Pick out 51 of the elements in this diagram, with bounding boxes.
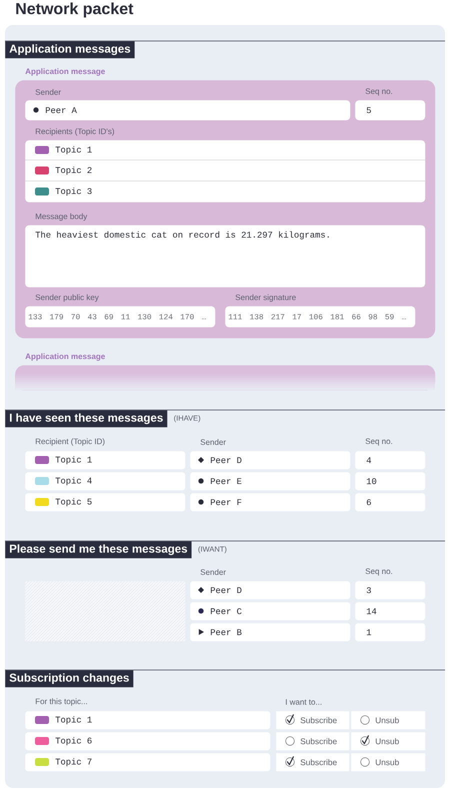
list-row: Topic 1 <box>56 146 92 154</box>
column-header: Sender <box>200 569 226 575</box>
text-field: Peer A <box>25 100 350 120</box>
card-label: Application message <box>25 353 105 361</box>
text-area: The heaviest domestic cat on record is 21.297 kilograms. <box>25 225 426 288</box>
hatched-area <box>25 581 186 642</box>
list-row: Topic 3 <box>56 188 92 196</box>
table-cell: Topic 1 <box>25 711 270 730</box>
section-heading: Please send me these messages <box>5 541 192 558</box>
table-cell: Topic 1 <box>25 451 186 470</box>
field-label: Recipients (Topic ID's) <box>36 128 114 136</box>
table-cell: Peer C <box>190 602 350 620</box>
table-cell: 14 <box>355 602 426 620</box>
table-cell: Topic 5 <box>25 493 186 512</box>
table-cell: 10 <box>355 472 426 490</box>
table-cell: 4 <box>355 451 426 470</box>
table-cell: Peer B <box>190 623 350 642</box>
text-field: 5 <box>355 100 426 120</box>
column-header: I want to... <box>286 699 322 705</box>
field-label: Sender public key <box>36 294 99 302</box>
section-heading: I have seen these messages <box>5 410 168 428</box>
column-header: Seq no. <box>366 568 392 576</box>
option-cell: Unsub <box>351 753 426 772</box>
section-heading: Application messages <box>5 41 135 58</box>
field-label: Seq no. <box>366 88 392 96</box>
table-cell: 1 <box>355 623 426 642</box>
option-cell: Subscribe <box>276 711 350 730</box>
table-cell: Peer E <box>190 472 350 490</box>
column-header: Seq no. <box>366 438 392 446</box>
table-cell: Topic 7 <box>25 753 270 772</box>
option-cell: Subscribe <box>276 753 350 772</box>
section-heading: Subscription changes <box>5 670 134 688</box>
option-cell: Unsub <box>351 732 426 750</box>
option-cell: Subscribe <box>276 732 350 750</box>
field-label: Message body <box>36 213 88 221</box>
field-label: Sender signature <box>236 294 296 302</box>
table-cell: Peer D <box>190 451 350 470</box>
column-header: For this topic... <box>36 698 87 706</box>
column-header: Recipient (Topic ID) <box>36 438 104 446</box>
table-cell: 6 <box>355 493 426 512</box>
title: Network packet <box>16 2 134 18</box>
option-cell: Unsub <box>351 711 426 730</box>
table-cell: Topic 6 <box>25 732 270 750</box>
table-cell: Topic 4 <box>25 472 186 490</box>
table-cell: Peer F <box>190 493 350 512</box>
table-cell: 3 <box>355 581 426 600</box>
field-label: Sender <box>36 89 61 95</box>
table-cell: Peer D <box>190 581 350 600</box>
card-label: Application message <box>25 68 105 76</box>
list-row: Topic 2 <box>56 166 92 175</box>
column-header: Sender <box>200 439 226 445</box>
